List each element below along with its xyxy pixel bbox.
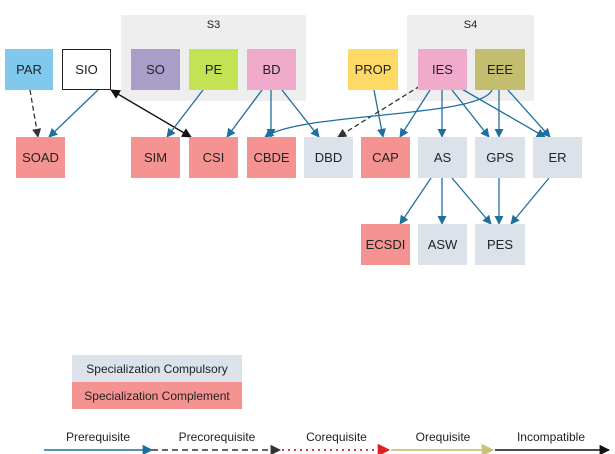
edge-bd-csi bbox=[226, 89, 263, 138]
node-as[interactable]: AS bbox=[418, 137, 467, 178]
edge-as-pes bbox=[451, 177, 492, 225]
legend-label-orequisite: Orequisite bbox=[415, 430, 471, 444]
group-s3-label: S3 bbox=[206, 19, 221, 31]
edge-pe-sim bbox=[166, 89, 204, 138]
node-cbde[interactable]: CBDE bbox=[247, 137, 296, 178]
edge-prop-cap bbox=[373, 89, 386, 138]
legend-label-prerequisite: Prerequisite bbox=[65, 430, 131, 444]
edge-sio-soad bbox=[48, 89, 99, 138]
edge-as-ecsdi bbox=[399, 177, 432, 225]
edge-bd-dbd bbox=[281, 89, 320, 138]
legend-specialization-complement: Specialization Complement bbox=[72, 382, 242, 409]
legend-label-corequisite: Corequisite bbox=[306, 430, 367, 444]
node-sio[interactable]: SIO bbox=[62, 49, 111, 90]
node-ecsdi[interactable]: ECSDI bbox=[361, 224, 410, 265]
edge-sio-csi bbox=[110, 89, 192, 138]
node-ies[interactable]: IES bbox=[418, 49, 467, 90]
legend-specialization-compulsory: Specialization Compulsory bbox=[72, 355, 242, 382]
edge-er-pes bbox=[510, 177, 550, 225]
node-eee[interactable]: EEE bbox=[475, 49, 525, 90]
node-csi[interactable]: CSI bbox=[189, 137, 238, 178]
edge-eee-er bbox=[507, 89, 551, 138]
node-sim[interactable]: SIM bbox=[131, 137, 180, 178]
node-cap[interactable]: CAP bbox=[361, 137, 410, 178]
node-par[interactable]: PAR bbox=[5, 49, 53, 90]
edge-ies-er bbox=[459, 87, 546, 138]
node-prop[interactable]: PROP bbox=[348, 49, 398, 90]
node-soad[interactable]: SOAD bbox=[16, 137, 65, 178]
edge-ies-cap bbox=[399, 89, 431, 138]
node-so[interactable]: SO bbox=[131, 49, 180, 90]
group-s4-label: S4 bbox=[463, 19, 478, 31]
legend-label-precorequisite: Precorequisite bbox=[178, 430, 256, 444]
node-gps[interactable]: GPS bbox=[475, 137, 525, 178]
node-asw[interactable]: ASW bbox=[418, 224, 467, 265]
node-dbd[interactable]: DBD bbox=[304, 137, 353, 178]
edge-par-soad bbox=[29, 89, 42, 138]
node-pe[interactable]: PE bbox=[189, 49, 238, 90]
edge-ies-dbd bbox=[337, 85, 421, 138]
node-pes[interactable]: PES bbox=[475, 224, 525, 265]
node-er[interactable]: ER bbox=[533, 137, 582, 178]
edge-eee-cbde bbox=[264, 89, 493, 138]
node-bd[interactable]: BD bbox=[247, 49, 296, 90]
legend-label-incompatible: Incompatible bbox=[516, 430, 586, 444]
edge-ies-gps bbox=[451, 89, 490, 138]
